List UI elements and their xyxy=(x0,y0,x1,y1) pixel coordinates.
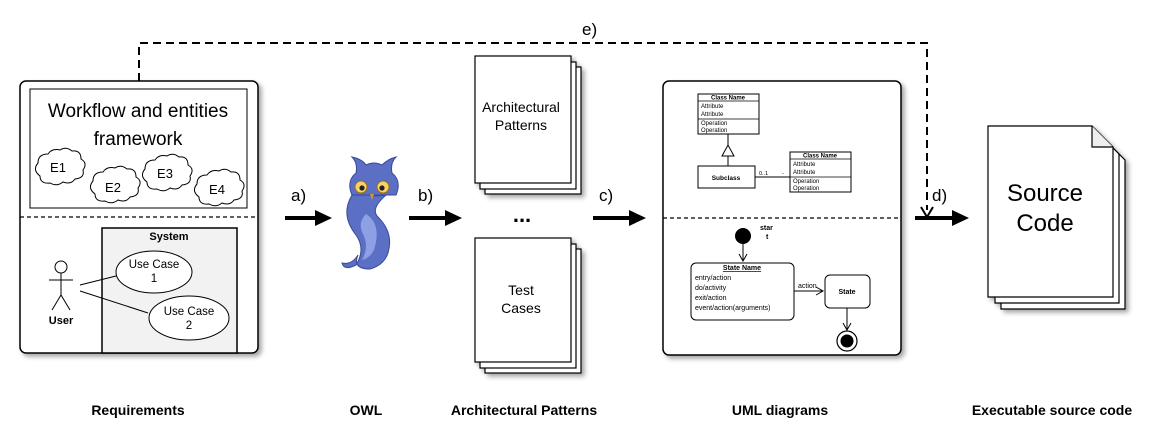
requirements-panel: Workflow and entities framework E1 E2 E3… xyxy=(19,80,259,354)
entity-cloud-e3: E3 xyxy=(141,153,193,192)
patterns-doc-line2: Patterns xyxy=(495,117,547,133)
uml-class-1: Class Name Attribute Attribute Operation… xyxy=(697,93,760,135)
test-cases-line1: Test xyxy=(508,282,534,298)
system-label: System xyxy=(149,231,188,243)
state-line-3: exit/action xyxy=(695,295,727,302)
arrow-d: d) xyxy=(915,186,969,226)
caption-requirements: Requirements xyxy=(91,402,185,418)
class2-attr2: Attribute xyxy=(793,170,816,176)
transition-label: action xyxy=(798,283,817,290)
state-line-2: do/activity xyxy=(695,285,727,292)
class2-attr1: Attribute xyxy=(793,162,816,168)
entity-cloud-e4: E4 xyxy=(193,168,245,207)
caption-patterns: Architectural Patterns xyxy=(451,402,597,418)
start-node-icon xyxy=(735,228,751,244)
caption-owl: OWL xyxy=(350,402,383,418)
arrow-c: c) xyxy=(593,186,646,226)
class2-op1: Operation xyxy=(793,179,819,185)
class2-name: Class Name xyxy=(803,154,838,160)
use-case-1-line1: Use Case xyxy=(129,259,180,271)
arrow-b: b) xyxy=(409,186,462,226)
multiplicity-left: 0..1 xyxy=(759,171,768,177)
use-case-2 xyxy=(148,295,230,341)
class2-op2: Operation xyxy=(793,186,819,192)
flow-label-d: d) xyxy=(932,186,947,205)
subclass-label: Subclass xyxy=(712,175,741,182)
state-line-1: entry/action xyxy=(695,275,731,282)
user-actor-icon xyxy=(49,260,73,311)
uml-panel: Class Name Attribute Attribute Operation… xyxy=(662,80,902,356)
test-cases-line2: Cases xyxy=(501,300,541,316)
test-cases-stack: Test Cases xyxy=(474,237,582,374)
entity-label-e2: E2 xyxy=(105,180,121,195)
use-case-1 xyxy=(115,250,193,294)
start-label-line2: t xyxy=(766,234,769,241)
state2-label: State xyxy=(838,289,855,296)
caption-uml: UML diagrams xyxy=(732,402,828,418)
entity-label-e1: E1 xyxy=(50,160,66,175)
patterns-ellipsis: ... xyxy=(513,202,531,227)
actor-label: User xyxy=(49,315,74,327)
start-label-line1: star xyxy=(760,225,773,232)
entity-cloud-e1: E1 xyxy=(34,147,86,186)
flow-label-a: a) xyxy=(291,186,306,205)
caption-source: Executable source code xyxy=(972,402,1133,418)
flow-label-c: c) xyxy=(599,186,613,205)
multiplicity-right: - xyxy=(782,171,784,177)
class1-op2: Operation xyxy=(701,128,727,134)
framework-title-line1: Workflow and entities xyxy=(48,101,228,122)
arrow-a: a) xyxy=(285,186,332,226)
architectural-patterns-stack: Architectural Patterns xyxy=(474,55,582,195)
uml-class-2: Class Name Attribute Attribute Operation… xyxy=(789,151,852,193)
class1-name: Class Name xyxy=(711,96,746,102)
state-line-4: event/action(arguments) xyxy=(695,305,770,312)
source-line2: Code xyxy=(1016,210,1073,237)
class1-attr2: Attribute xyxy=(701,112,724,118)
entity-label-e4: E4 xyxy=(209,182,225,197)
class1-op1: Operation xyxy=(701,121,727,127)
entity-cloud-e2: E2 xyxy=(89,165,141,204)
flow-label-b: b) xyxy=(418,186,433,205)
use-case-2-line2: 2 xyxy=(186,320,192,332)
entity-label-e3: E3 xyxy=(157,166,173,181)
source-code-stack: Source Code xyxy=(987,125,1126,310)
flow-label-e: e) xyxy=(582,20,597,39)
use-case-2-line1: Use Case xyxy=(164,306,215,318)
class1-attr1: Attribute xyxy=(701,104,724,110)
use-case-1-line2: 1 xyxy=(151,273,157,285)
state-name-label: State Name xyxy=(723,265,761,272)
patterns-doc-line1: Architectural xyxy=(482,99,560,115)
owl-logo-icon xyxy=(341,156,399,270)
source-line1: Source xyxy=(1007,180,1083,207)
framework-title-line2: framework xyxy=(94,129,183,150)
